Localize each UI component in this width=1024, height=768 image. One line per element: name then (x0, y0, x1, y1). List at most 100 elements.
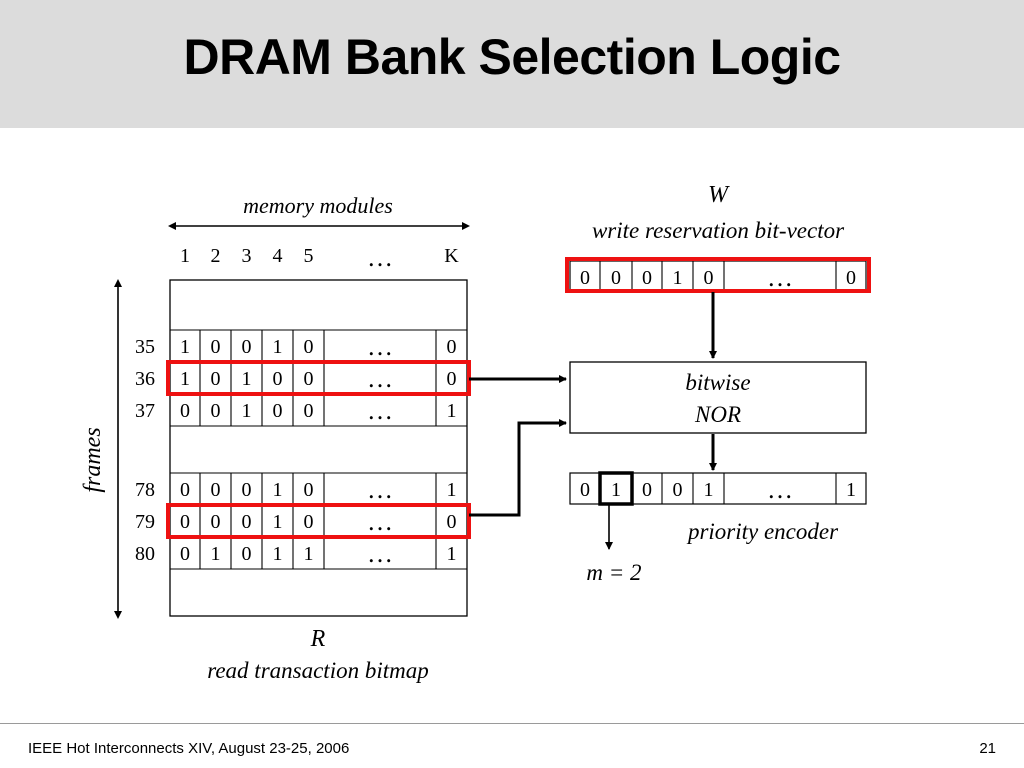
result-vector-bit: 1 (846, 479, 856, 501)
bitmap-cell: 1 (180, 336, 190, 358)
bitmap-cell: 1 (273, 511, 283, 533)
bitmap-cell: 0 (180, 400, 190, 422)
m-result: m = 2 (586, 560, 641, 585)
bitmap-cell: 1 (180, 368, 190, 390)
bitmap-cell: … (367, 475, 393, 504)
w-vector-bit: 0 (611, 267, 621, 289)
result-vector-bit: 0 (642, 479, 652, 501)
module-header-4: 4 (273, 245, 283, 267)
bitmap-cell: 0 (211, 400, 221, 422)
bitmap-cell: 0 (180, 511, 190, 533)
frames-label: frames (80, 427, 106, 492)
bitmap-cell: 0 (211, 368, 221, 390)
w-vector-bit: 0 (642, 267, 652, 289)
bitmap-cell: 1 (273, 479, 283, 501)
bitmap-cell: 0 (211, 479, 221, 501)
page-number: 21 (979, 740, 996, 757)
bitmap-cell: … (367, 396, 393, 425)
title-band: DRAM Bank Selection Logic (0, 0, 1024, 128)
result-vector-outline (569, 472, 867, 505)
bitmap-cell: 1 (242, 400, 252, 422)
module-header-1: 1 (180, 245, 190, 267)
bitmap-cell: 1 (447, 400, 457, 422)
bitmap-cell: 1 (211, 543, 221, 565)
result-vector-bit: 0 (580, 479, 590, 501)
w-vector-bit: 0 (704, 267, 714, 289)
w-vector-bit: 1 (673, 267, 683, 289)
result-vector-bit: 1 (611, 479, 621, 501)
bitmap-cell: 1 (273, 336, 283, 358)
bitmap-cell: 0 (304, 368, 314, 390)
w-vector-bit: 0 (580, 267, 590, 289)
result-vector-bit: … (767, 475, 793, 504)
bitmap-cell: … (367, 364, 393, 393)
w-caption: write reservation bit-vector (592, 218, 845, 243)
bitmap-cell: 0 (273, 400, 283, 422)
frame-number-78: 78 (135, 479, 155, 501)
bitmap-cell: 0 (242, 479, 252, 501)
bitmap-cell: 1 (273, 543, 283, 565)
w-vector-bit: 0 (846, 267, 856, 289)
row-79-to-nor-arrow (469, 419, 567, 517)
bitmap-cell: 0 (447, 368, 457, 390)
module-header-2: 2 (211, 245, 221, 267)
bitmap-cell: … (367, 539, 393, 568)
r-letter: R (310, 626, 326, 652)
bitmap-cell: 1 (242, 368, 252, 390)
bitmap-cell: 0 (180, 543, 190, 565)
result-vector-bit: 1 (704, 479, 714, 501)
nor-line-1: bitwise (685, 370, 750, 395)
slide-title: DRAM Bank Selection Logic (183, 29, 841, 85)
module-header-5: 5 (304, 245, 314, 267)
bitmap-cell: 1 (304, 543, 314, 565)
memory-modules-label: memory modules (243, 193, 393, 218)
frame-number-79: 79 (135, 511, 155, 533)
bitmap-grid (170, 329, 467, 570)
result-vector-bit: 0 (673, 479, 683, 501)
bitmap-outer (169, 279, 468, 617)
bitmap-cell: 0 (180, 479, 190, 501)
bitmap-cell: 0 (304, 511, 314, 533)
w-letter: W (708, 182, 730, 208)
module-header-3: 3 (242, 245, 252, 267)
bitmap-cell: 0 (447, 511, 457, 533)
frame-number-35: 35 (135, 336, 155, 358)
bitmap-cell: 0 (242, 336, 252, 358)
priority-encoder-label: priority encoder (686, 519, 839, 544)
frame-number-36: 36 (135, 368, 155, 390)
bitmap-cell: … (367, 507, 393, 536)
bitmap-cell: … (367, 332, 393, 361)
bitmap-cell: 0 (447, 336, 457, 358)
w-vector-bit: … (767, 263, 793, 292)
module-header-6: … (367, 243, 393, 272)
module-header-7: K (444, 245, 459, 267)
bitmap-cell: 0 (273, 368, 283, 390)
bitmap-cell: 0 (304, 400, 314, 422)
bitmap-cell: 0 (242, 543, 252, 565)
bitwise-nor-box (569, 361, 867, 434)
highlight-row-79 (166, 503, 471, 539)
bitmap-cell: 0 (211, 511, 221, 533)
footer-divider (0, 723, 1024, 724)
bitmap-cell: 1 (447, 479, 457, 501)
bitmap-cell: 0 (304, 479, 314, 501)
frame-number-37: 37 (135, 400, 155, 422)
r-caption: read transaction bitmap (207, 658, 428, 683)
bitmap-cell: 0 (304, 336, 314, 358)
selected-bit-box (598, 471, 634, 506)
bitmap-cell: 1 (447, 543, 457, 565)
nor-line-2: NOR (694, 402, 741, 427)
